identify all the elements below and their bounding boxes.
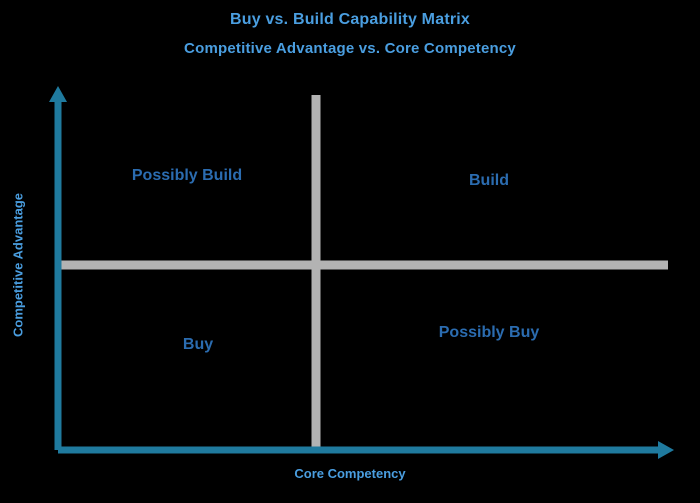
x-axis-label: Core Competency (294, 466, 406, 481)
quadrant-label-possibly-build: Possibly Build (131, 167, 243, 184)
quadrant-label-build: Build (469, 172, 509, 189)
chart-subtitle: Competitive Advantage vs. Core Competenc… (184, 40, 516, 57)
chart-title: Buy vs. Build Capability Matrix (229, 11, 471, 28)
quadrant-label-possibly-buy: Possibly Buy (438, 324, 540, 341)
x-axis-arrow-icon (658, 441, 674, 459)
quadrant-label-buy: Buy (182, 336, 214, 353)
y-axis-arrow-icon (49, 86, 67, 102)
y-axis-label: Competitive Advantage (10, 193, 26, 337)
